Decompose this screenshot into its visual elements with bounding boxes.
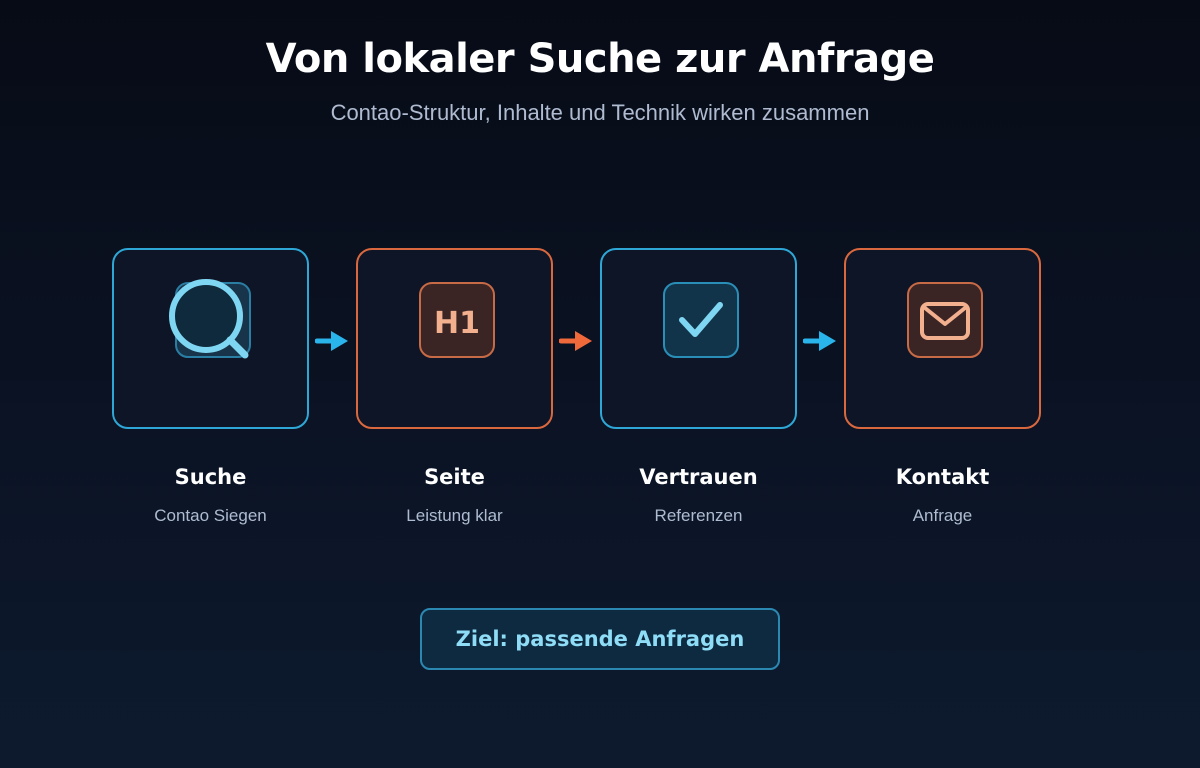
mail-icon	[907, 282, 983, 358]
step-title-kontakt: Kontakt	[895, 465, 990, 489]
step-subtitle-kontakt: Anfrage	[912, 506, 973, 525]
step-card-vertrauen	[600, 248, 797, 429]
search-icon	[169, 279, 251, 359]
checkmark-icon	[663, 282, 739, 358]
step-card-seite: H1	[356, 248, 553, 429]
step-title-suche: Suche	[174, 465, 247, 489]
step-subtitle-suche: Contao Siegen	[154, 506, 267, 525]
step-card-suche	[112, 248, 309, 429]
step-subtitle-seite: Leistung klar	[406, 506, 503, 525]
h1-icon-label: H1	[434, 306, 480, 341]
page-title: Von lokaler Suche zur Anfrage	[265, 36, 935, 82]
h1-icon: H1	[419, 282, 495, 358]
step-title-seite: Seite	[424, 465, 485, 489]
arrow-right-icon	[803, 331, 836, 351]
goal-badge: Ziel: passende Anfragen	[420, 608, 780, 670]
arrow-right-icon	[315, 331, 348, 351]
arrow-right-icon	[559, 331, 592, 351]
step-subtitle-vertrauen: Referenzen	[654, 506, 743, 525]
page-subtitle: Contao-Struktur, Inhalte und Technik wir…	[330, 100, 870, 125]
step-title-vertrauen: Vertrauen	[639, 465, 758, 489]
step-card-kontakt	[844, 248, 1041, 429]
